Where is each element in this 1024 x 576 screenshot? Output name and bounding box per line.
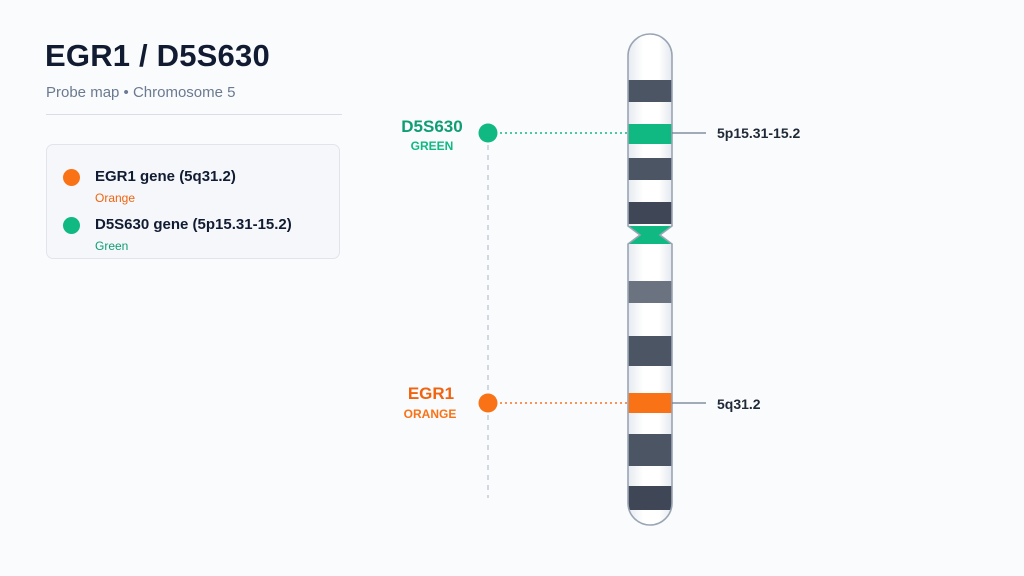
orange-probe-dot-icon — [478, 393, 498, 413]
orange-probe-name: EGR1 — [408, 384, 454, 403]
orange-probe-color-label: ORANGE — [404, 407, 457, 421]
green-dot-icon — [63, 217, 80, 234]
chromosome-band — [628, 80, 672, 102]
chromosome-outline — [627, 33, 673, 526]
page-subtitle: Probe map • Chromosome 5 — [46, 84, 236, 101]
green-probe-name: D5S630 — [401, 117, 462, 136]
legend-item-color-label: Green — [95, 239, 129, 253]
page-title: EGR1 / D5S630 — [45, 38, 270, 73]
green-probe-dot-icon — [478, 123, 498, 143]
chromosome-band — [628, 486, 672, 510]
legend-item-name: EGR1 gene (5q31.2) — [95, 168, 236, 185]
legend-item-name: D5S630 gene (5p15.31-15.2) — [95, 216, 292, 233]
orange-probe-band — [628, 393, 672, 413]
chromosome-band — [628, 434, 672, 466]
chromosome-band — [628, 202, 672, 224]
header-divider — [46, 114, 342, 115]
chromosome-band — [628, 281, 672, 303]
green-probe-band — [628, 124, 672, 144]
chromosome-body — [628, 34, 672, 525]
legend-panel: EGR1 gene (5q31.2) Orange D5S630 gene (5… — [46, 144, 340, 259]
legend-item-color-label: Orange — [95, 191, 136, 205]
chromosome-band — [628, 336, 672, 366]
centromere-band — [628, 226, 672, 244]
green-locus-label: 5p15.31-15.2 — [717, 125, 800, 141]
orange-locus-label: 5q31.2 — [717, 396, 761, 412]
chromosome-band — [628, 158, 672, 180]
green-probe-color-label: GREEN — [411, 139, 454, 153]
orange-dot-icon — [63, 169, 80, 186]
